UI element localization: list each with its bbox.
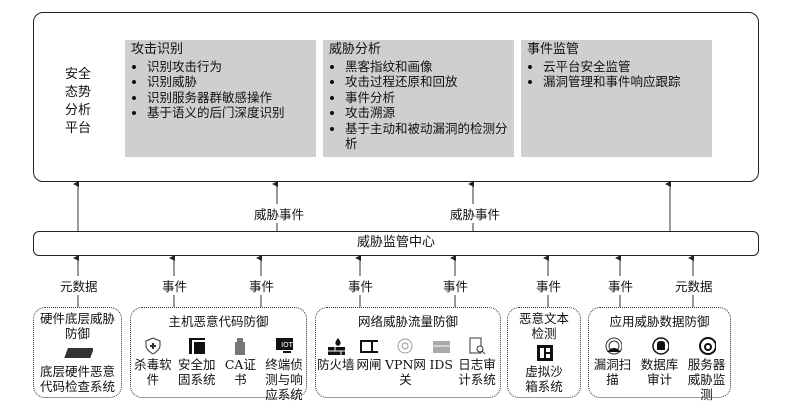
group-items: 漏洞扫描数据库审计服务器威胁监测 [589, 337, 730, 402]
firewall-icon [327, 337, 345, 355]
panel-list: 云平台安全监管漏洞管理和事件响应跟踪 [527, 59, 706, 90]
panel-item: 基于主动和被动漏洞的检测分析 [345, 121, 508, 152]
panel-list: 识别攻击行为识别威胁识别服务器群敏感操作基于语义的后门深度识别 [131, 59, 310, 121]
event-label: 事件 [161, 276, 189, 295]
platform-line: 安全 [64, 67, 91, 82]
group-items: 底层硬件恶意代码检查系统 [34, 344, 121, 394]
defense-item: CA证书 [219, 337, 262, 402]
iot-monitor-icon: IOT [275, 337, 294, 355]
panel-item: 云平台安全监管 [543, 59, 706, 75]
platform-line: 态势 [64, 85, 91, 100]
ids-icon [432, 337, 451, 355]
group-title: 主机恶意代码防御 [168, 314, 269, 329]
item-label: 终端侦测与响应系统 [265, 357, 303, 402]
defense-group-0: 硬件底层威胁防御底层硬件恶意代码检查系统 [33, 307, 122, 398]
monitor-icon [698, 337, 716, 355]
defense-item: 虚拟沙箱系统 [522, 344, 566, 394]
item-label: 底层硬件恶意代码检查系统 [39, 364, 115, 394]
event-label: 元数据 [674, 276, 714, 295]
group-title: 应用威胁数据防御 [609, 314, 710, 329]
group-items: 虚拟沙箱系统 [508, 344, 580, 394]
svg-text:IOT: IOT [281, 341, 293, 349]
item-label: VPN网关 [385, 357, 426, 387]
item-label: 安全加固系统 [178, 357, 216, 387]
shield-plus-icon [144, 337, 162, 355]
defense-item: 漏洞扫描 [591, 337, 635, 402]
panel-item: 基于语义的后门深度识别 [147, 105, 310, 121]
defense-item: 防火墙 [317, 337, 355, 387]
panel-title: 威胁分析 [329, 42, 382, 57]
event-label: 事件 [347, 276, 375, 295]
panel-title: 攻击识别 [131, 42, 184, 57]
defense-group-4: 应用威胁数据防御漏洞扫描数据库审计服务器威胁监测 [588, 307, 731, 402]
panel-list: 黑客指纹和画像攻击过程还原和回放事件分析攻击溯源基于主动和被动漏洞的检测分析 [329, 59, 508, 152]
item-label: IDS [429, 357, 453, 372]
panel-item: 识别攻击行为 [147, 59, 310, 75]
platform-line: 分析 [64, 103, 91, 118]
defense-item: VPN网关 [383, 337, 427, 387]
panel-item: 识别服务器群敏感操作 [147, 90, 310, 106]
circuit-board-icon [63, 344, 93, 362]
threat-monitoring-center: 威胁监管中心 [33, 231, 759, 256]
defense-item: IOT 终端侦测与响应系统 [262, 337, 306, 402]
group-items: 杀毒软件安全加固系统 CA证书 IOT 终端侦测与响应系统 [131, 337, 306, 402]
item-label: 日志审计系统 [458, 357, 496, 387]
panel-item: 识别威胁 [147, 74, 310, 90]
defense-item: IDS [429, 337, 453, 387]
item-label: 网闸 [356, 357, 382, 372]
item-label: 数据库审计 [640, 357, 679, 387]
threat-event-label: 威胁事件 [253, 204, 306, 223]
panel-1: 威胁分析黑客指纹和画像攻击过程还原和回放事件分析攻击溯源基于主动和被动漏洞的检测… [323, 40, 514, 157]
defense-item: 杀毒软件 [131, 337, 175, 402]
defense-item: 服务器威胁监测 [685, 337, 729, 402]
panel-2: 事件监管云平台安全监管漏洞管理和事件响应跟踪 [521, 40, 712, 157]
item-label: 虚拟沙箱系统 [525, 364, 563, 394]
platform-line: 平台 [64, 121, 91, 136]
event-label: 元数据 [59, 276, 99, 295]
group-title: 网络威胁流量防御 [357, 314, 458, 329]
usb-key-icon [231, 337, 249, 355]
group-title: 恶意文本检测 [518, 311, 569, 341]
panel-item: 攻击过程还原和回放 [345, 74, 508, 90]
log-audit-icon [468, 337, 486, 355]
item-label: 杀毒软件 [134, 357, 172, 387]
panel-item: 事件分析 [345, 90, 508, 106]
event-label: 事件 [607, 276, 635, 295]
vpn-icon [396, 337, 414, 355]
panel-item: 漏洞管理和事件响应跟踪 [543, 74, 706, 90]
event-label: 事件 [442, 276, 470, 295]
defense-group-1: 主机恶意代码防御杀毒软件安全加固系统 CA证书 IOT 终端侦测与响应系统 [130, 307, 307, 402]
database-icon [651, 337, 669, 355]
sandbox-icon [535, 344, 553, 362]
item-label: 服务器威胁监测 [687, 357, 726, 402]
group-title: 硬件底层威胁防御 [40, 311, 116, 341]
item-label: CA证书 [224, 357, 256, 387]
event-label: 事件 [535, 276, 563, 295]
panel-item: 黑客指纹和画像 [345, 59, 508, 75]
event-label: 事件 [248, 276, 276, 295]
defense-item: 数据库审计 [638, 337, 682, 402]
hardening-icon [188, 337, 206, 355]
scan-icon [604, 337, 622, 355]
platform-label: 安全 态势 分析 平台 [58, 66, 98, 138]
defense-item: 网闸 [356, 337, 382, 387]
security-platform-box [33, 12, 759, 182]
defense-item: 底层硬件恶意代码检查系统 [37, 344, 119, 394]
panel-item: 攻击溯源 [345, 105, 508, 121]
gateway-icon [359, 337, 378, 355]
item-label: 防火墙 [316, 357, 355, 372]
defense-item: 日志审计系统 [455, 337, 499, 387]
defense-item: 安全加固系统 [175, 337, 219, 402]
threat-event-label: 威胁事件 [449, 204, 502, 223]
panel-title: 事件监管 [527, 42, 580, 57]
defense-group-3: 恶意文本检测虚拟沙箱系统 [507, 307, 581, 398]
panel-0: 攻击识别识别攻击行为识别威胁识别服务器群敏感操作基于语义的后门深度识别 [125, 40, 316, 157]
item-label: 漏洞扫描 [593, 357, 632, 387]
